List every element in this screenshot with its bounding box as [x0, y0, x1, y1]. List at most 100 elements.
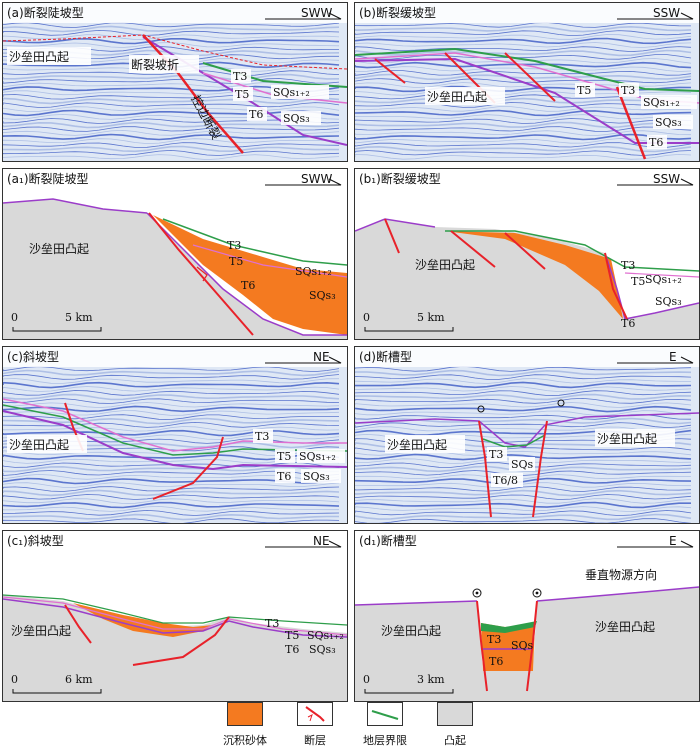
uplift-label: 沙垒田凸起 — [9, 50, 69, 64]
horizon-t3: T3 — [255, 430, 269, 443]
horizon-t3: T3 — [489, 448, 503, 461]
direction-arrow — [265, 356, 342, 364]
uplift-label: 沙垒田凸起 — [11, 624, 71, 638]
scale-bar — [12, 689, 102, 694]
panel-a-seismic: (a)断裂陡坡型 SWW 沙垒田凸起 断裂坡折 控边断裂 T3 T5 T6 SQ… — [2, 2, 348, 162]
geologic-model-a1: (a₁)断裂陡坡型 SWW 沙垒田凸起 T3 T5 T6 SQs₁₊₂ SQs₃… — [3, 171, 347, 339]
sequence-sq3: SQs₃ — [655, 295, 682, 308]
sequence-sq12: SQs₁₊₂ — [299, 450, 336, 463]
panel-title: (a₁)断裂陡坡型 — [7, 171, 89, 186]
horizon-t3: T3 — [265, 617, 279, 630]
geologic-model-c1: (c₁)斜坡型 NE 沙垒田凸起 T3 T5 T6 SQs₁₊₂ SQs₃ 0 … — [3, 534, 347, 701]
sequence-sq12: SQs₁₊₂ — [307, 629, 344, 642]
sequence-sq12: SQs₁₊₂ — [645, 273, 682, 286]
scale-bar — [364, 689, 454, 694]
panel-d1-model: (d₁)断槽型 E 垂直物源方向 沙垒田凸起 沙垒田凸起 T3 SQs T6 0… — [354, 530, 700, 702]
geologic-model-d1: (d₁)断槽型 E 垂直物源方向 沙垒田凸起 沙垒田凸起 T3 SQs T6 0… — [355, 533, 699, 701]
legend-label-sand: 沉积砂体 — [223, 734, 267, 747]
sequence-sq3: SQs₃ — [309, 289, 336, 302]
scale-zero: 0 — [11, 673, 18, 686]
horizon-t3: T3 — [621, 259, 635, 272]
seismic-section-b: (b)断裂缓坡型 SSW 沙垒田凸起 T3 T5 T6 SQs₁₊₂ SQs₃ — [355, 3, 699, 161]
legend-item-sand: 沉积砂体 — [200, 702, 290, 748]
scale-bar-label: 3 km — [417, 673, 445, 686]
horizon-t3: T3 — [621, 84, 635, 97]
panel-b-seismic: (b)断裂缓坡型 SSW 沙垒田凸起 T3 T5 T6 SQs₁₊₂ SQs₃ — [354, 2, 700, 162]
uplift-swatch — [437, 702, 473, 726]
uplift-left-label: 沙垒田凸起 — [381, 624, 441, 638]
direction-label: SWW — [301, 172, 332, 186]
sequence-sq: SQs — [511, 458, 534, 471]
fault-swatch — [297, 702, 333, 726]
scale-bar-label: 6 km — [65, 673, 93, 686]
uplift-label: 沙垒田凸起 — [9, 438, 69, 452]
panel-c1-model: (c₁)斜坡型 NE 沙垒田凸起 T3 T5 T6 SQs₁₊₂ SQs₃ 0 … — [2, 530, 348, 702]
horizon-t6: T6 — [489, 655, 503, 668]
horizon-t3: T3 — [227, 239, 241, 252]
panel-title: (c)斜坡型 — [7, 350, 59, 364]
panel-a1-model: (a₁)断裂陡坡型 SWW 沙垒田凸起 T3 T5 T6 SQs₁₊₂ SQs₃… — [2, 168, 348, 340]
uplift-left-label: 沙垒田凸起 — [387, 438, 447, 452]
direction-label: NE — [313, 350, 330, 364]
direction-arrow — [265, 178, 342, 186]
direction-arrow — [265, 540, 342, 548]
horizon-t6: T6 — [249, 108, 263, 121]
scale-bar-label: 5 km — [65, 311, 93, 324]
direction-label: E — [669, 350, 677, 364]
horizon-t3: T3 — [487, 633, 501, 646]
direction-label: SWW — [301, 6, 332, 20]
legend-item-boundary: 地层界限 — [340, 702, 430, 748]
panel-title: (b)断裂缓坡型 — [359, 5, 436, 20]
panel-title: (b₁)断裂缓坡型 — [359, 171, 441, 186]
boundary-swatch — [367, 702, 403, 726]
source-direction-label: 垂直物源方向 — [585, 567, 657, 582]
direction-label: SSW — [653, 172, 680, 186]
scale-zero: 0 — [363, 673, 370, 686]
seismic-section-d: (d)断槽型 E 沙垒田凸起 沙垒田凸起 T3 SQs T6/8 — [355, 347, 699, 523]
sequence-sq3: SQs₃ — [303, 470, 330, 483]
slope-break-label: 断裂坡折 — [131, 57, 179, 72]
panel-title: (d)断槽型 — [359, 349, 412, 364]
seismic-section-c: (c)斜坡型 NE 沙垒田凸起 T3 T5 T6 SQs₁₊₂ SQs₃ — [3, 347, 347, 523]
direction-arrow — [617, 540, 694, 548]
panel-title: (c₁)斜坡型 — [7, 534, 64, 548]
horizon-t5: T5 — [577, 84, 591, 97]
horizon-t6: T6 — [285, 643, 299, 656]
horizon-t6: T6 — [621, 317, 635, 330]
scale-bar-label: 5 km — [417, 311, 445, 324]
scale-bar — [364, 327, 454, 332]
uplift-right-label: 沙垒田凸起 — [595, 620, 655, 634]
legend-label-boundary: 地层界限 — [363, 734, 407, 747]
horizon-t5: T5 — [235, 88, 249, 101]
sequence-sq12: SQs₁₊₂ — [643, 96, 680, 109]
panel-c-seismic: (c)斜坡型 NE 沙垒田凸起 T3 T5 T6 SQs₁₊₂ SQs₃ — [2, 346, 348, 524]
scale-bar — [12, 327, 102, 332]
sequence-sq12: SQs₁₊₂ — [295, 265, 332, 278]
panel-b1-model: (b₁)断裂缓坡型 SSW 沙垒田凸起 T3 T5 T6 SQs₁₊₂ SQs₃… — [354, 168, 700, 340]
seismic-section-a: (a)断裂陡坡型 SWW 沙垒田凸起 断裂坡折 控边断裂 T3 T5 T6 SQ… — [3, 3, 347, 161]
direction-label: SSW — [653, 6, 680, 20]
horizon-t6: T6 — [277, 470, 291, 483]
horizon-t6: T6 — [649, 136, 663, 149]
horizon-t5: T5 — [631, 275, 645, 288]
uplift-label: 沙垒田凸起 — [415, 258, 475, 272]
legend-label-fault: 断层 — [304, 734, 326, 747]
sequence-sq12: SQs₁₊₂ — [273, 86, 310, 99]
horizon-t6: T6 — [241, 279, 255, 292]
sequence-sq3: SQs₃ — [655, 116, 682, 129]
panel-d-seismic: (d)断槽型 E 沙垒田凸起 沙垒田凸起 T3 SQs T6/8 — [354, 346, 700, 524]
direction-arrow — [617, 178, 694, 186]
sequence-sq: SQs — [511, 639, 534, 652]
direction-label: E — [669, 534, 677, 548]
horizon-t6-8: T6/8 — [493, 474, 518, 487]
direction-arrow — [265, 12, 342, 20]
horizon-t5: T5 — [277, 450, 291, 463]
uplift-right-label: 沙垒田凸起 — [597, 432, 657, 446]
boundary-fault-a — [142, 34, 244, 154]
uplift-label: 沙垒田凸起 — [29, 242, 89, 256]
uplift-label: 沙垒田凸起 — [427, 90, 487, 104]
direction-arrow — [617, 356, 694, 364]
sequence-sq3: SQs₃ — [283, 112, 310, 125]
horizon-t5: T5 — [229, 255, 243, 268]
scale-zero: 0 — [11, 311, 18, 324]
